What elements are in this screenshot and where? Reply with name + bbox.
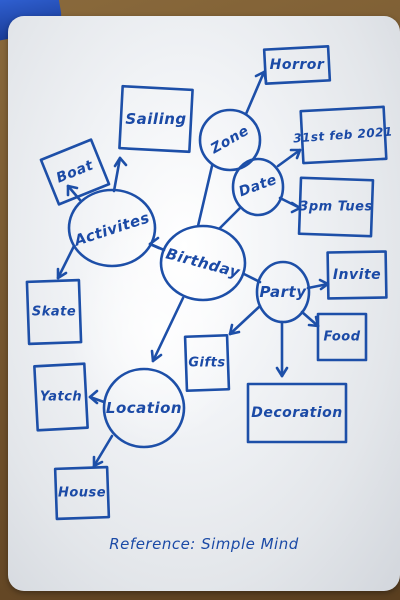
arrowhead-icon (307, 315, 320, 328)
box-sailing (118, 84, 194, 154)
box-feb (299, 105, 388, 165)
arrowhead-icon (228, 323, 241, 336)
node-decoration-label: Decoration (251, 405, 343, 421)
node-sailing-label: Sailing (125, 110, 187, 128)
arrowhead-icon (56, 267, 68, 280)
box-invite (326, 250, 388, 300)
edge-zone-horror (244, 70, 266, 116)
node-party-label: Party (259, 283, 307, 301)
node-invite-label: Invite (332, 267, 382, 283)
node-gifts-label: Gifts (188, 355, 226, 371)
arrowhead-icon (66, 184, 79, 197)
edge-location-house (92, 434, 114, 468)
edge-activities-sailing (112, 156, 122, 193)
box-decoration (246, 382, 348, 444)
node-horror-label: Horror (269, 57, 325, 73)
edge-birthday-location (151, 296, 185, 363)
arrowhead-icon (148, 236, 161, 250)
reference-text: Reference: Simple Mind (109, 535, 299, 553)
node-yatch-label: Yatch (39, 389, 83, 405)
mind-map-drawing (25, 45, 388, 521)
node-birthday-ellipse (159, 224, 247, 302)
box-boat (39, 138, 111, 206)
box-house (53, 465, 111, 521)
arrowhead-icon (88, 389, 99, 405)
box-food (316, 312, 368, 362)
light-glare (68, 216, 248, 446)
arrowhead-icon (92, 455, 104, 468)
node-activities-ellipse (67, 188, 157, 268)
node-location-label: Location (105, 399, 183, 417)
edge-birthday-party (242, 272, 262, 284)
box-horror (262, 45, 332, 85)
edge-party-food (300, 310, 320, 328)
box-yatch (33, 362, 89, 432)
edge-activities-boat (66, 184, 82, 202)
arrowhead-icon (290, 201, 302, 214)
edge-birthday-date (218, 206, 242, 230)
box-gifts (183, 333, 231, 393)
arrowhead-icon (275, 366, 289, 378)
edge-party-invite (306, 282, 330, 290)
arrowhead-icon (289, 148, 302, 160)
box-time (297, 176, 375, 238)
node-time-label: 3pm Tues (299, 199, 373, 215)
node-skate-label: Skate (31, 304, 77, 320)
arrowhead-icon (318, 278, 330, 291)
node-food-label: Food (323, 329, 361, 345)
edge-party-gifts (228, 304, 262, 336)
arrowhead-icon (254, 70, 268, 83)
edge-activities-skate (56, 244, 76, 280)
box-skate (25, 278, 83, 346)
whiteboard: Birthday Activites Location Party Date Z… (8, 16, 400, 591)
node-location-ellipse (102, 367, 186, 449)
node-zone-ellipse (198, 108, 262, 172)
node-house-label: House (57, 485, 107, 501)
node-date-ellipse (231, 157, 285, 217)
edge-date-feb (276, 148, 302, 168)
edge-birthday-zone (196, 164, 214, 228)
arrowhead-icon (113, 156, 128, 168)
arrowhead-icon (150, 349, 163, 363)
